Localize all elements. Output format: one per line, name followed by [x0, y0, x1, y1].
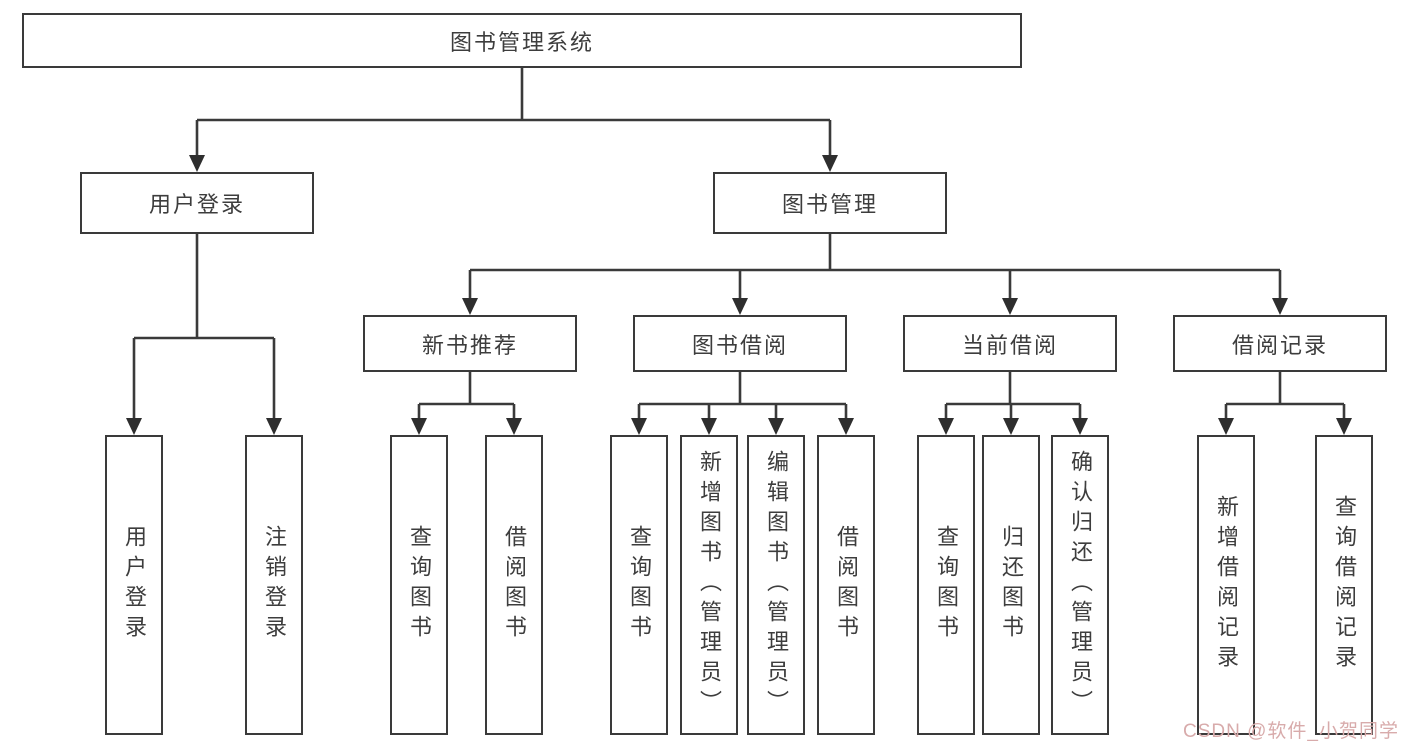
leaf-label: 查询借阅记录 [1332, 495, 1357, 675]
leaf-label: 借阅图书 [834, 525, 859, 645]
leaf-borrow-book: 借阅图书 [817, 435, 875, 735]
leaf-logout: 注销登录 [245, 435, 303, 735]
node-new-book-recommendation: 新书推荐 [363, 315, 577, 372]
node-borrowing-records: 借阅记录 [1173, 315, 1387, 372]
leaf-add-book-admin: 新增图书（管理员） [680, 435, 738, 735]
leaf-label: 注销登录 [262, 525, 287, 645]
leaf-query-borrow-record: 查询借阅记录 [1315, 435, 1373, 735]
leaf-query-books-borrowing: 查询图书 [610, 435, 668, 735]
leaf-user-login: 用户登录 [105, 435, 163, 735]
leaf-label: 确认归还（管理员） [1068, 450, 1093, 720]
leaf-label: 查询图书 [934, 525, 959, 645]
leaf-label: 归还图书 [999, 525, 1024, 645]
leaf-query-books-current: 查询图书 [917, 435, 975, 735]
watermark: CSDN @软件_小贺同学 [1183, 721, 1399, 742]
leaf-add-borrow-record: 新增借阅记录 [1197, 435, 1255, 735]
leaf-label: 编辑图书（管理员） [764, 450, 789, 720]
node-book-borrowing: 图书借阅 [633, 315, 847, 372]
node-user-login: 用户登录 [80, 172, 314, 234]
node-book-management: 图书管理 [713, 172, 947, 234]
leaf-label: 新增图书（管理员） [697, 450, 722, 720]
leaf-query-books-recommendation: 查询图书 [390, 435, 448, 735]
leaf-label: 查询图书 [627, 525, 652, 645]
leaf-label: 新增借阅记录 [1214, 495, 1239, 675]
leaf-label: 用户登录 [122, 525, 147, 645]
leaf-label: 借阅图书 [502, 525, 527, 645]
leaf-confirm-return-admin: 确认归还（管理员） [1051, 435, 1109, 735]
node-library-system: 图书管理系统 [22, 13, 1022, 68]
leaf-label: 查询图书 [407, 525, 432, 645]
leaf-edit-book-admin: 编辑图书（管理员） [747, 435, 805, 735]
leaf-return-book: 归还图书 [982, 435, 1040, 735]
leaf-borrow-books-recommendation: 借阅图书 [485, 435, 543, 735]
node-current-borrowing: 当前借阅 [903, 315, 1117, 372]
